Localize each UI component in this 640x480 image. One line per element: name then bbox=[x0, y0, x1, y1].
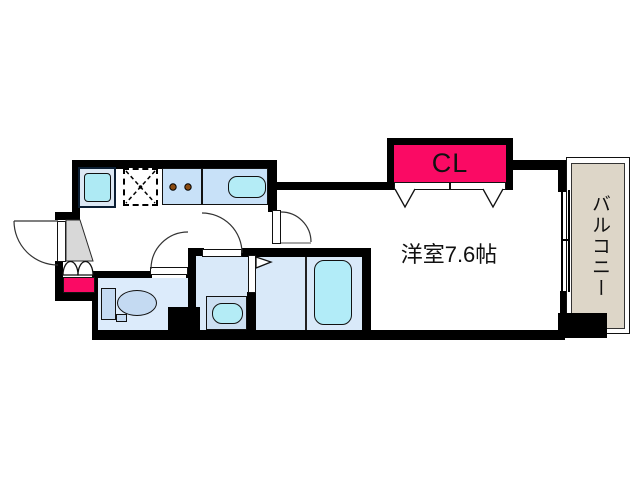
balcony-inner bbox=[571, 163, 625, 329]
wall-toilet-left bbox=[92, 271, 98, 340]
washing-machine-pan-inner bbox=[84, 173, 111, 202]
toilet-door-leaf bbox=[150, 267, 188, 275]
closet-fill bbox=[394, 145, 506, 183]
shoe-cabinet-door-dome-right bbox=[77, 260, 94, 276]
shoe-cabinet-door-dome-left bbox=[62, 260, 79, 276]
balcony-window-line-left bbox=[561, 190, 563, 292]
main-room-door-leaf bbox=[272, 210, 281, 244]
closet-hanger-mark-left bbox=[394, 188, 416, 209]
wall-window-bottom bbox=[560, 291, 570, 315]
washroom-door-arc bbox=[201, 212, 243, 254]
wall-bathroom-right bbox=[362, 248, 371, 332]
bathroom-folding-door-leaf bbox=[248, 255, 256, 293]
closet-label: CL bbox=[431, 148, 469, 178]
entrance-door-arc bbox=[13, 220, 59, 266]
stove-counter bbox=[162, 168, 202, 205]
balcony-window-line-right bbox=[568, 190, 570, 292]
stove-burner-right bbox=[184, 183, 192, 191]
toilet-bowl bbox=[117, 290, 157, 316]
wall-left-upper bbox=[72, 160, 80, 213]
wall-entrance-left bbox=[55, 261, 63, 294]
shoe-cabinet bbox=[63, 277, 95, 293]
wall-washroom-left bbox=[188, 248, 196, 340]
toilet-flush-handle bbox=[116, 314, 127, 322]
bathtub bbox=[314, 260, 352, 325]
main-room-door-arc bbox=[280, 211, 312, 243]
wall-toilet-top bbox=[92, 271, 152, 278]
wall-balcony-block bbox=[558, 313, 607, 338]
wall-bottom bbox=[92, 330, 565, 340]
toilet-door-arc bbox=[150, 231, 189, 270]
closet-hanger-mark-right bbox=[482, 188, 504, 209]
unit-bath-divider-line bbox=[305, 257, 307, 330]
wall-entrance-bottom bbox=[55, 292, 97, 301]
wall-kitchen-right bbox=[268, 160, 277, 212]
wall-washroom-top-left bbox=[196, 248, 204, 256]
wash-basin-sink bbox=[212, 303, 243, 324]
toilet-tank bbox=[101, 288, 116, 320]
main-room-label: 洋室7.6帖 bbox=[400, 242, 498, 267]
refrigerator-x-dot bbox=[138, 185, 143, 189]
balcony-label: バルコニー bbox=[589, 193, 610, 299]
kitchen-sink bbox=[228, 176, 266, 198]
stove-burner-left bbox=[169, 183, 177, 191]
closet-front-divider bbox=[449, 182, 451, 190]
wall-entrance-step bbox=[55, 212, 80, 220]
wall-kitchen-top bbox=[72, 160, 277, 169]
entrance-tataki bbox=[65, 219, 94, 262]
wall-top-right bbox=[506, 160, 572, 170]
balcony-window-center-tick bbox=[563, 239, 568, 241]
wall-washroom-top-right bbox=[242, 248, 371, 257]
wall-hall-horizontal bbox=[277, 182, 392, 190]
wall-washroom-divider bbox=[247, 292, 256, 332]
bathroom-folding-door-flag bbox=[255, 256, 273, 269]
